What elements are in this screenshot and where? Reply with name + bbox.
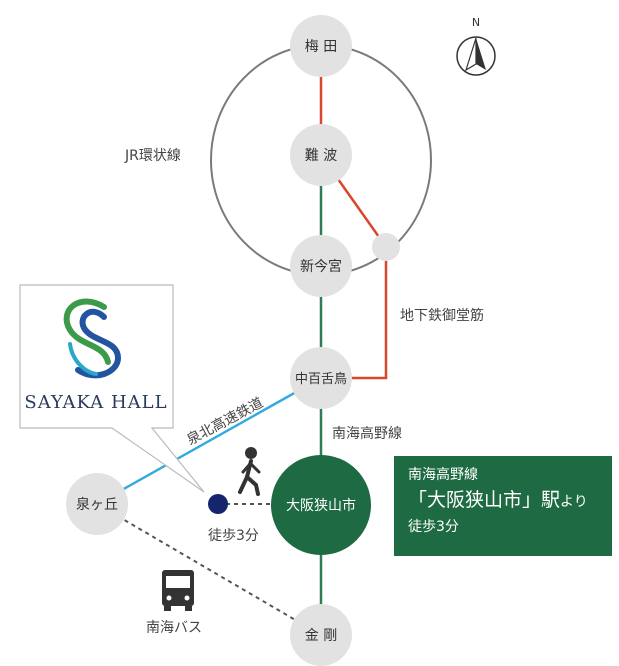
midosuji-label: 地下鉄御堂筋 <box>400 307 484 324</box>
logo-text: SAYAKA HALL <box>24 392 167 413</box>
info-line-name: 南海高野線 <box>408 467 478 483</box>
info-walk-time: 徒歩3分 <box>408 519 459 535</box>
senboku-label: 泉北高速鉄道 <box>184 394 266 448</box>
sayaka-hall-callout: SAYAKA HALL <box>19 284 205 493</box>
station-umeda: 梅 田 <box>290 15 352 77</box>
station-label-kongo: 金 剛 <box>305 628 337 644</box>
station-label-shinimamiya: 新今宮 <box>300 259 342 275</box>
nankai-bus-route <box>96 503 322 636</box>
station-label-umeda: 梅 田 <box>305 39 337 55</box>
midosuji-junction <box>372 233 400 261</box>
north-label: N <box>472 16 480 29</box>
station-shinimamiya: 新今宮 <box>290 235 352 297</box>
info-station-suffix: より <box>560 494 588 510</box>
station-osakasayama: 大阪狭山市 <box>271 455 371 555</box>
access-info-box: 南海高野線 「大阪狭山市」駅より 徒歩3分 <box>394 456 612 556</box>
station-kongo: 金 剛 <box>290 604 352 666</box>
station-izumigaoka: 泉ヶ丘 <box>66 473 128 535</box>
station-label-namba: 難 波 <box>305 148 337 164</box>
info-station-name: 「大阪狭山市」駅 <box>408 489 561 511</box>
nankai-koya-label: 南海高野線 <box>332 425 402 442</box>
walking-person-icon <box>238 447 261 496</box>
sayaka-hall-logo <box>63 298 122 379</box>
station-label-nakamozu: 中百舌鳥 <box>295 372 347 387</box>
station-nakamozu: 中百舌鳥 <box>290 347 352 409</box>
walk-label: 徒歩3分 <box>208 528 259 544</box>
senboku-line <box>96 376 322 506</box>
midosuji-line-namba-nakamozu <box>319 154 388 380</box>
station-label-osakasayama: 大阪狭山市 <box>286 497 356 514</box>
jr-loop-label: JR環状線 <box>124 148 181 164</box>
station-namba: 難 波 <box>290 124 352 186</box>
bus-icon <box>162 570 194 611</box>
nankai-bus-label: 南海バス <box>146 620 202 636</box>
north-arrow-icon: N <box>456 16 496 76</box>
info-station: 「大阪狭山市」駅より <box>408 485 598 517</box>
sayaka-hall-location-dot <box>208 494 228 514</box>
station-label-izumigaoka: 泉ヶ丘 <box>76 496 118 513</box>
